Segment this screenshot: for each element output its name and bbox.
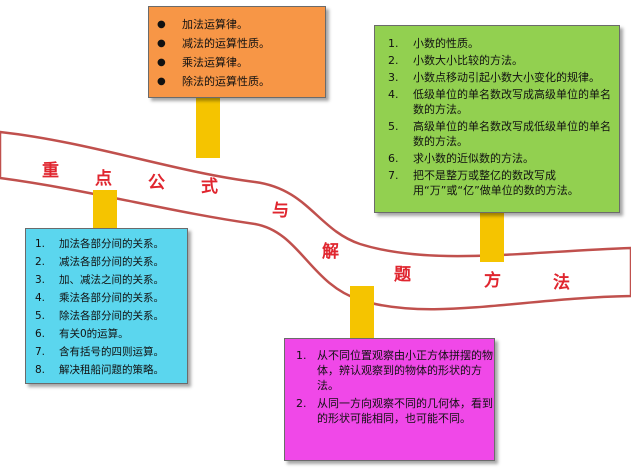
- decimal-methods-list: 1. 小数的性质。 2. 小数大小比较的方法。 3. 小数点移动引起小数大小变化的规律…: [375, 26, 619, 198]
- list-item-text: 小数的性质。: [413, 37, 479, 50]
- list-item: 5. 除法各部分间的关系。: [26, 309, 187, 324]
- list-item-text: 从不同位置观察由小正方体拼摆的物体，辨认观察到的物体的形状的方法。: [317, 349, 493, 392]
- bullet: ●: [157, 57, 166, 68]
- list-item-text: 减法各部分间的关系。: [59, 256, 164, 268]
- item-number: 5.: [388, 120, 399, 133]
- item-number: 7.: [388, 169, 399, 182]
- operation-relations-card: 1. 加法各部分间的关系。 2. 减法各部分间的关系。 3. 加、减法之间的关系。 4…: [25, 228, 188, 384]
- list-item-text: 除法的运算性质。: [182, 75, 270, 88]
- list-item: 4. 乘法各部分间的关系。: [26, 291, 187, 306]
- road-title-char: 法: [553, 273, 570, 293]
- list-item: 3. 小数点移动引起小数大小变化的规律。: [375, 70, 619, 85]
- item-number: 2.: [388, 54, 399, 67]
- cyan-post: [93, 190, 117, 230]
- list-item-text: 低级单位的单名数改写成高级单位的单名数的方法。: [413, 88, 611, 116]
- road-title-char: 点: [95, 169, 112, 189]
- item-number: 1.: [35, 238, 46, 250]
- operation-relations-list: 1. 加法各部分间的关系。 2. 减法各部分间的关系。 3. 加、减法之间的关系。 4…: [26, 229, 187, 378]
- list-item-text: 小数大小比较的方法。: [413, 54, 523, 67]
- list-item-text: 乘法运算律。: [182, 56, 248, 69]
- list-item: 1. 小数的性质。: [375, 36, 619, 51]
- bullet: ●: [157, 76, 166, 87]
- decimal-methods-card: 1. 小数的性质。 2. 小数大小比较的方法。 3. 小数点移动引起小数大小变化的规律…: [374, 25, 620, 213]
- item-number: 2.: [35, 256, 46, 268]
- list-item: ● 除法的运算性质。: [149, 74, 325, 89]
- list-item-text: 减法的运算性质。: [182, 37, 270, 50]
- list-item-text: 把不是整万或整亿的数改写成用“万”或“亿”做单位的数的方法。: [413, 169, 579, 197]
- list-item: ● 减法的运算性质。: [149, 36, 325, 51]
- road-title-char: 方: [484, 271, 501, 291]
- list-item-text: 加、减法之间的关系。: [59, 274, 164, 286]
- list-item: 8. 解决租船问题的策略。: [26, 363, 187, 378]
- item-number: 7.: [35, 346, 46, 358]
- item-number: 8.: [35, 364, 46, 376]
- observation-list: 1. 从不同位置观察由小正方体拼摆的物体，辨认观察到的物体的形状的方法。 2. 从同…: [285, 339, 494, 426]
- list-item: 4. 低级单位的单名数改写成高级单位的单名数的方法。: [375, 87, 619, 117]
- road-title-char: 公: [148, 173, 165, 193]
- list-item-text: 从同一方向观察不同的几何体，看到的形状可能相同，也可能不同。: [317, 397, 493, 425]
- list-item-text: 加法运算律。: [182, 18, 248, 31]
- bullet: ●: [157, 38, 166, 49]
- item-number: 1.: [388, 37, 399, 50]
- list-item: 7. 把不是整万或整亿的数改写成用“万”或“亿”做单位的数的方法。: [375, 168, 619, 198]
- arithmetic-laws-card: ● 加法运算律。 ● 减法的运算性质。 ● 乘法运算律。 ● 除法的运算性质。: [148, 6, 326, 98]
- item-number: 6.: [388, 152, 399, 165]
- list-item: 1. 加法各部分间的关系。: [26, 237, 187, 252]
- item-number: 3.: [35, 274, 46, 286]
- list-item: ● 加法运算律。: [149, 17, 325, 32]
- arithmetic-laws-list: ● 加法运算律。 ● 减法的运算性质。 ● 乘法运算律。 ● 除法的运算性质。: [149, 7, 325, 89]
- list-item: 5. 高级单位的单名数改写成低级单位的单名数的方法。: [375, 119, 619, 149]
- list-item: 2. 小数大小比较的方法。: [375, 53, 619, 68]
- list-item: 6. 有关0的运算。: [26, 327, 187, 342]
- road-title-char: 重: [42, 161, 59, 181]
- list-item-text: 除法各部分间的关系。: [59, 310, 164, 322]
- item-number: 3.: [388, 71, 399, 84]
- list-item: ● 乘法运算律。: [149, 55, 325, 70]
- list-item-text: 解决租船问题的策略。: [59, 364, 164, 376]
- list-item-text: 有关0的运算。: [59, 328, 129, 340]
- pink-post: [350, 286, 374, 340]
- item-number: 4.: [388, 88, 399, 101]
- item-number: 5.: [35, 310, 46, 322]
- list-item-text: 高级单位的单名数改写成低级单位的单名数的方法。: [413, 120, 611, 148]
- list-item: 2. 从同一方向观察不同的几何体，看到的形状可能相同，也可能不同。: [285, 396, 494, 426]
- list-item: 2. 减法各部分间的关系。: [26, 255, 187, 270]
- item-number: 2.: [296, 397, 307, 410]
- item-number: 1.: [296, 349, 307, 362]
- list-item: 1. 从不同位置观察由小正方体拼摆的物体，辨认观察到的物体的形状的方法。: [285, 348, 494, 393]
- orange-post: [196, 96, 220, 158]
- green-post: [480, 212, 504, 262]
- list-item-text: 含有括号的四则运算。: [59, 346, 164, 358]
- road-title-char: 式: [201, 177, 218, 197]
- road-title-char: 题: [394, 265, 411, 285]
- list-item-text: 加法各部分间的关系。: [59, 238, 164, 250]
- list-item: 6. 求小数的近似数的方法。: [375, 151, 619, 166]
- road-title-char: 与: [272, 201, 289, 221]
- list-item-text: 小数点移动引起小数大小变化的规律。: [413, 71, 600, 84]
- observation-card: 1. 从不同位置观察由小正方体拼摆的物体，辨认观察到的物体的形状的方法。 2. 从同…: [284, 338, 495, 461]
- list-item-text: 求小数的近似数的方法。: [413, 152, 534, 165]
- list-item: 3. 加、减法之间的关系。: [26, 273, 187, 288]
- item-number: 6.: [35, 328, 46, 340]
- bullet: ●: [157, 19, 166, 30]
- item-number: 4.: [35, 292, 46, 304]
- list-item: 7. 含有括号的四则运算。: [26, 345, 187, 360]
- road-title-char: 解: [322, 242, 339, 262]
- list-item-text: 乘法各部分间的关系。: [59, 292, 164, 304]
